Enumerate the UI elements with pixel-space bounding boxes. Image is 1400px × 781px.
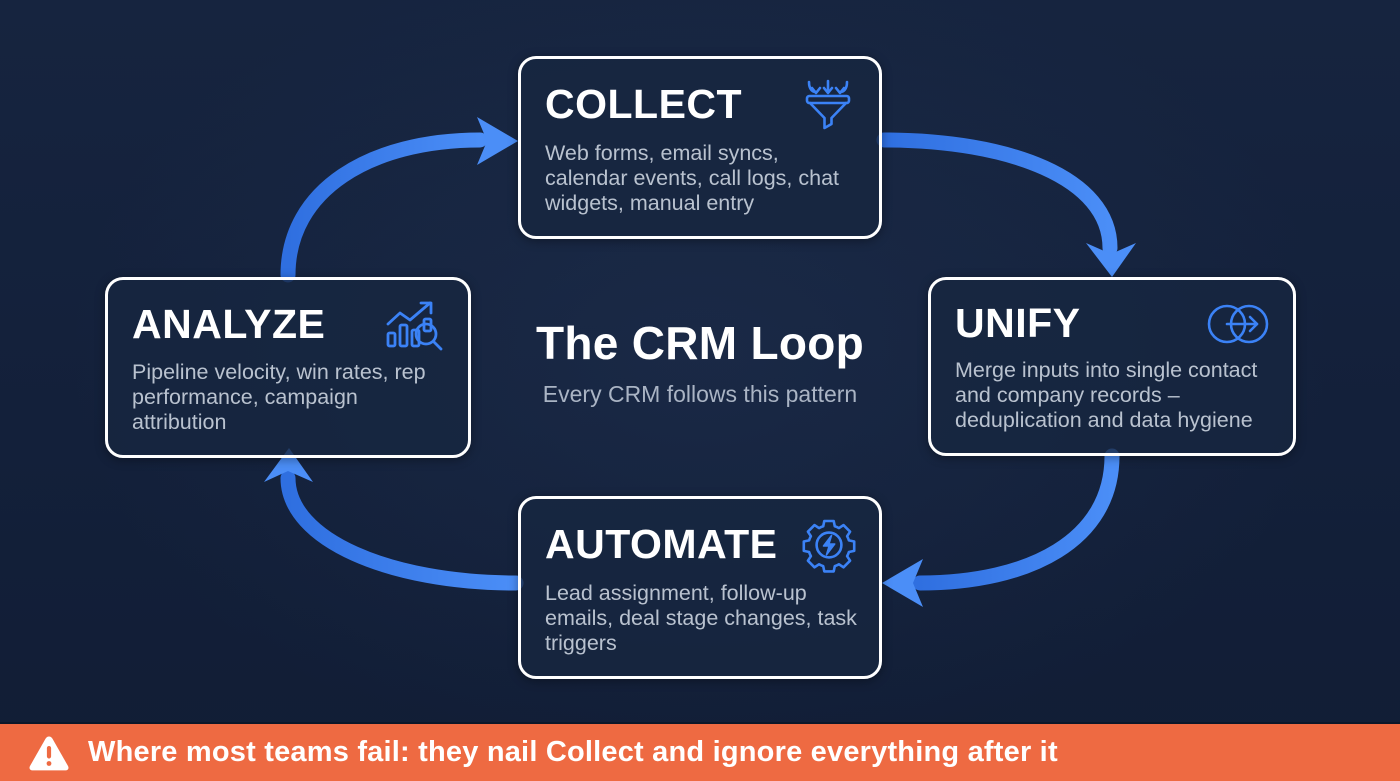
- warning-banner-text: Where most teams fail: they nail Collect…: [88, 736, 1058, 768]
- center-label: The CRM Loop Every CRM follows this patt…: [470, 318, 930, 408]
- arrow-automate-to-analyze: [264, 448, 524, 591]
- arrow-unify-to-automate: [882, 448, 1120, 607]
- card-analyze[interactable]: ANALYZE Pipeline velocity, win rates, re…: [105, 277, 471, 459]
- card-collect-body: Web forms, email syncs, calendar events,…: [545, 141, 839, 216]
- card-unify-header: UNIFY: [955, 298, 1271, 350]
- card-collect-header: COLLECT: [545, 77, 857, 133]
- card-analyze-header: ANALYZE: [132, 298, 446, 352]
- card-collect-title: COLLECT: [545, 81, 743, 128]
- card-unify-body: Merge inputs into single contact and com…: [955, 358, 1258, 433]
- funnel-icon: [805, 79, 851, 130]
- warning-banner: Where most teams fail: they nail Collect…: [0, 722, 1400, 781]
- card-automate-title: AUTOMATE: [545, 521, 778, 568]
- card-unify[interactable]: UNIFY Merge inputs into single contact a…: [928, 277, 1296, 457]
- warning-triangle-icon: [29, 736, 69, 770]
- center-subtitle: Every CRM follows this pattern: [542, 380, 858, 407]
- card-automate-header: AUTOMATE: [545, 517, 857, 573]
- arrow-analyze-to-collect: [280, 117, 518, 283]
- card-collect[interactable]: COLLECT Web forms, email syncs, calendar…: [518, 56, 882, 240]
- center-title: The CRM Loop: [535, 317, 865, 369]
- venn-merge-icon: [1207, 304, 1269, 344]
- card-automate[interactable]: AUTOMATE Lead assignment, follow-up emai…: [518, 496, 882, 680]
- card-analyze-title: ANALYZE: [132, 301, 326, 348]
- card-analyze-body: Pipeline velocity, win rates, rep perfor…: [132, 360, 426, 435]
- arrow-collect-to-unify: [876, 132, 1136, 277]
- chart-magnifier-icon: [386, 301, 443, 351]
- gear-bolt-icon: [802, 519, 856, 573]
- card-unify-title: UNIFY: [955, 300, 1081, 347]
- card-automate-body: Lead assignment, follow-up emails, deal …: [545, 581, 857, 656]
